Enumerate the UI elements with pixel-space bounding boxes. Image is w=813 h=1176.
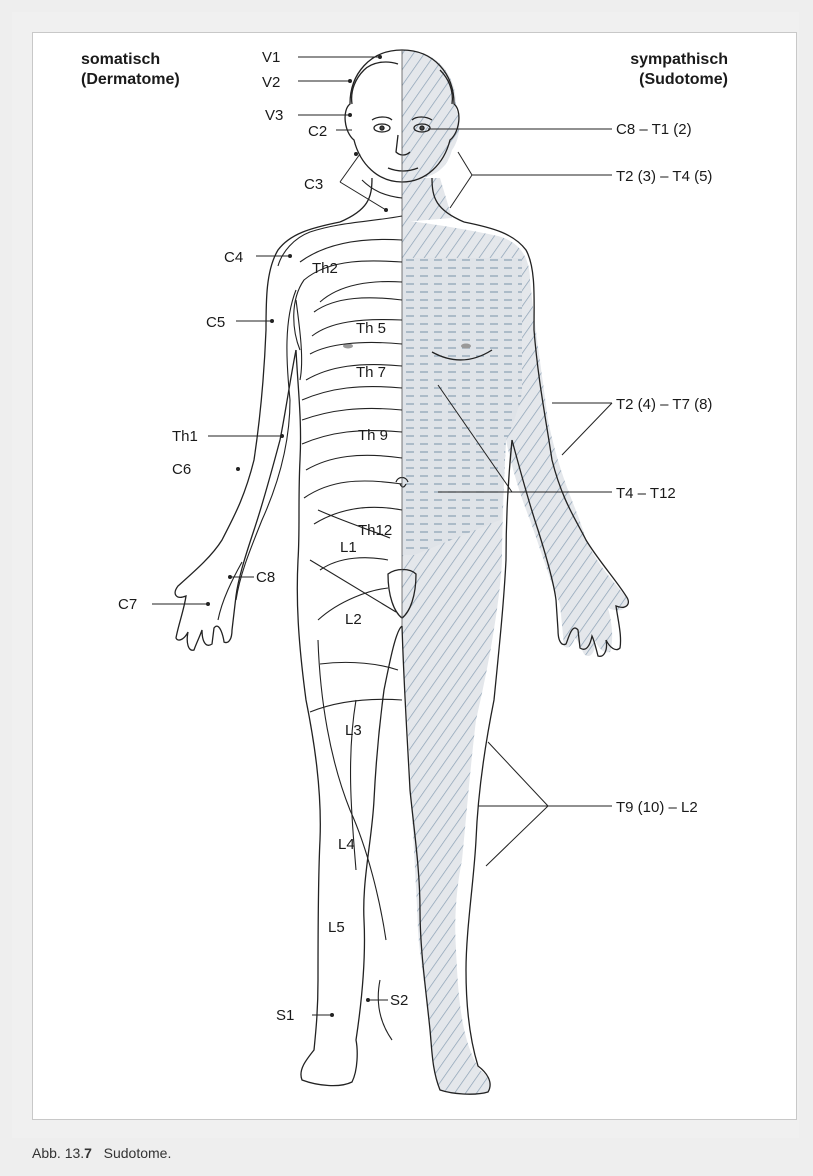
label-th2: Th2 [312, 260, 338, 277]
label-c7: C7 [118, 596, 137, 613]
label-c6: C6 [172, 461, 191, 478]
sudotome-shading [402, 50, 628, 1095]
heading-somatic: somatisch (Dermatome) [81, 50, 180, 90]
heading-sympathetic-line1: sympathisch [620, 50, 728, 70]
right-labels: C8 – T1 (2) T2 (3) – T4 (5) T2 (4) – T7 … [616, 121, 712, 816]
heading-somatic-line2: (Dermatome) [81, 70, 180, 90]
label-v2: V2 [262, 74, 280, 91]
heading-somatic-line1: somatisch [81, 50, 180, 70]
label-t2-t7: T2 (4) – T7 (8) [616, 396, 712, 413]
label-v1: V1 [262, 49, 280, 66]
label-th9: Th 9 [358, 427, 388, 444]
heading-sympathetic-line2: (Sudotome) [620, 70, 728, 90]
figure-caption: Abb. 13.7 Sudotome. [32, 1145, 171, 1161]
label-l4: L4 [338, 836, 355, 853]
label-c8-t1: C8 – T1 (2) [616, 121, 692, 138]
label-t9-l2: T9 (10) – L2 [616, 799, 698, 816]
label-s2: S2 [390, 992, 408, 1009]
label-l3: L3 [345, 722, 362, 739]
label-c5: C5 [206, 314, 225, 331]
label-c2: C2 [308, 123, 327, 140]
dermatome-lines [218, 180, 402, 1040]
label-s1: S1 [276, 1007, 294, 1024]
caption-prefix: Abb. 13. [32, 1145, 84, 1161]
label-c3: C3 [304, 176, 323, 193]
label-l2: L2 [345, 611, 362, 628]
label-t4-t12: T4 – T12 [616, 485, 676, 502]
heading-sympathetic: sympathisch (Sudotome) [620, 50, 728, 90]
label-v3: V3 [265, 107, 283, 124]
caption-number: 7 [84, 1145, 92, 1161]
label-th12: Th12 [358, 522, 392, 539]
label-th7: Th 7 [356, 364, 386, 381]
label-th1: Th1 [172, 428, 198, 445]
caption-title: Sudotome. [92, 1145, 171, 1161]
label-c8: C8 [256, 569, 275, 586]
label-c4: C4 [224, 249, 243, 266]
label-t2-t4: T2 (3) – T4 (5) [616, 168, 712, 185]
label-l5: L5 [328, 919, 345, 936]
label-th5: Th 5 [356, 320, 386, 337]
label-l1: L1 [340, 539, 357, 556]
